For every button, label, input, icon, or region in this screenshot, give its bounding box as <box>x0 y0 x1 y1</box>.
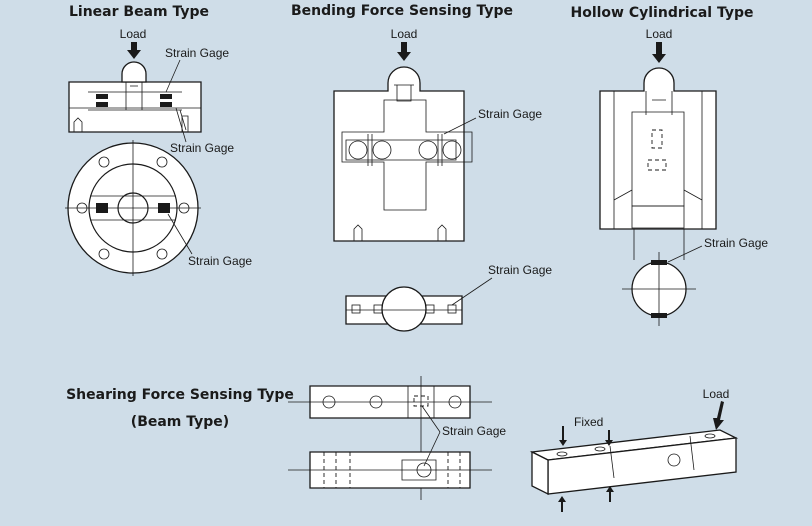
load-arrow-icon <box>652 42 666 63</box>
label-load-hollow: Load <box>646 27 673 41</box>
label-load-shear: Load <box>703 387 730 401</box>
shear-beam-3d-group: Load Fixed <box>529 387 739 512</box>
bending-force-group: Load Strain Gage Strain Gage <box>333 27 552 332</box>
label-strain-gage-bending-bottom: Strain Gage <box>488 263 552 277</box>
label-fixed: Fixed <box>574 415 603 429</box>
title-beam-type: (Beam Type) <box>131 414 229 430</box>
fixed-arrow-icon <box>605 430 613 446</box>
title-shearing-force: Shearing Force Sensing Type <box>66 387 294 403</box>
hollow-cylindrical-group: Load Strain Gage <box>599 27 768 326</box>
label-load-linear: Load <box>120 27 147 41</box>
label-strain-gage-linear-top: Strain Gage <box>165 46 229 60</box>
label-strain-gage-linear-mid: Strain Gage <box>170 141 234 155</box>
load-arrow-icon <box>127 42 141 59</box>
label-strain-gage-hollow: Strain Gage <box>704 236 768 250</box>
title-hollow-cylindrical: Hollow Cylindrical Type <box>571 5 754 21</box>
title-linear-beam: Linear Beam Type <box>69 4 209 20</box>
hollow-cylinder-side-view <box>599 67 717 230</box>
label-strain-gage-linear-bottom: Strain Gage <box>188 254 252 268</box>
fixed-arrow-icon <box>606 486 614 502</box>
load-arrow-icon <box>713 401 724 430</box>
label-strain-gage-shear: Strain Gage <box>442 424 506 438</box>
linear-beam-group: Load Strain Gage Strain Gage <box>65 27 252 276</box>
label-strain-gage-bending-top: Strain Gage <box>478 107 542 121</box>
label-load-bending: Load <box>391 27 418 41</box>
fixed-arrow-icon <box>558 496 566 512</box>
load-arrow-icon <box>397 42 411 61</box>
title-bending-force: Bending Force Sensing Type <box>291 3 513 19</box>
strain-gage-mark <box>96 94 108 99</box>
shearing-force-group: Strain Gage <box>288 376 506 500</box>
bending-beam-side-view <box>333 66 465 242</box>
fixed-arrow-icon <box>559 426 567 446</box>
